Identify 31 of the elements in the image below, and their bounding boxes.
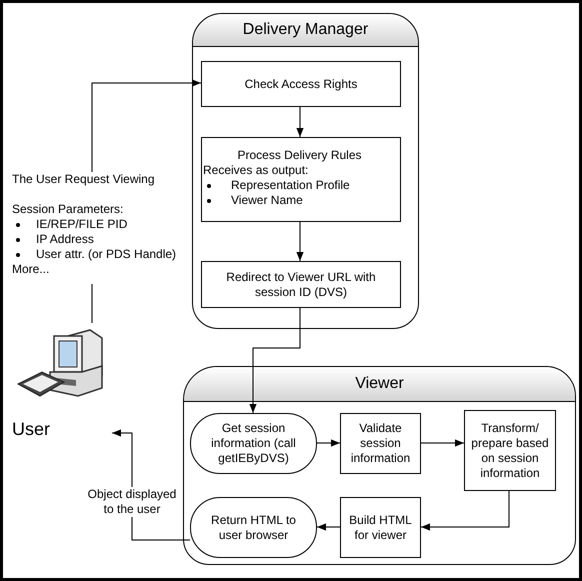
arrow	[296, 222, 304, 262]
list-item: Viewer Name	[231, 193, 303, 207]
parameters-heading: Session Parameters:	[12, 202, 124, 217]
arrow	[296, 106, 304, 138]
swimlane-container	[192, 13, 419, 329]
terminal-box: Return HTML to user browser	[190, 497, 317, 558]
list-item: IP Address	[36, 232, 94, 246]
box-heading: Process Delivery Rules	[236, 148, 363, 163]
arrow	[249, 308, 300, 414]
user-label: User	[12, 419, 50, 439]
request-text: The User Request Viewing	[12, 172, 156, 187]
list-item: User attr. (or PDS Handle)	[36, 247, 176, 261]
process-box: Validate session information	[340, 413, 421, 474]
arrow	[316, 523, 340, 531]
container-title: Viewer	[355, 375, 404, 393]
process-box: Transform/ prepare based on session information	[464, 410, 556, 491]
process-box: Build HTML for viewer	[340, 497, 421, 558]
process-box	[201, 137, 401, 222]
terminal-box: Get session information (call getIEByDVS)	[190, 413, 317, 474]
arrow	[92, 79, 202, 172]
arrow	[316, 439, 340, 447]
arrow	[420, 490, 510, 531]
container-title: Delivery Manager	[242, 21, 368, 39]
list-item: Representation Profile	[231, 178, 350, 192]
parameters-more: More...	[12, 262, 50, 277]
list-item: IE/REP/FILE PID	[36, 217, 128, 231]
box-text: Receives as output:	[203, 163, 310, 178]
process-box: Check Access Rights	[201, 61, 401, 107]
process-box: Redirect to Viewer URL with session ID (DVS)	[201, 261, 401, 308]
arrow	[420, 439, 464, 447]
swimlane-container	[183, 366, 576, 565]
